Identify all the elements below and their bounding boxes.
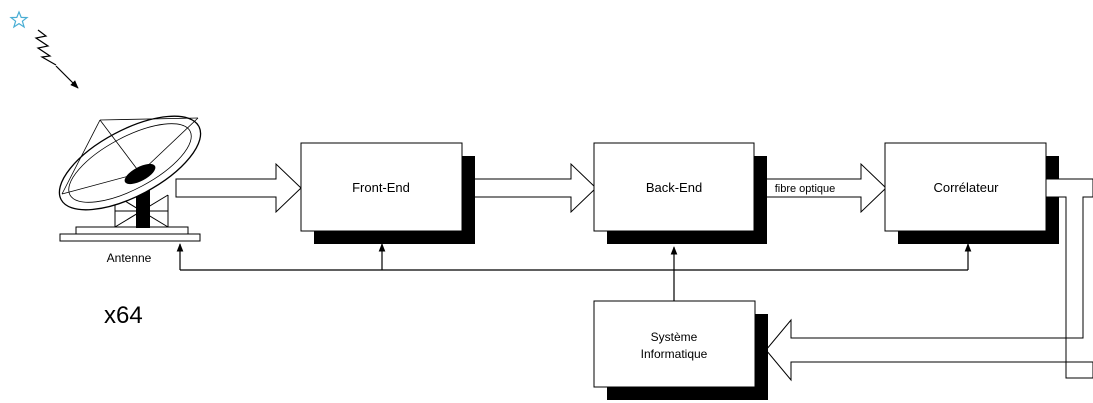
antenna-label: Antenne (107, 251, 152, 265)
frontend-label: Front-End (352, 180, 410, 195)
incoming-signal-arrow (55, 65, 79, 89)
computer-system-label-line1: Système (651, 330, 698, 344)
computer-system-label-line2: Informatique (641, 347, 708, 361)
fibre-optic-label: fibre optique (775, 183, 836, 195)
backend-block (593, 142, 755, 232)
correlator-output-loop (765, 178, 1093, 382)
frontend-block (300, 142, 463, 232)
correlator-label: Corrélateur (933, 180, 999, 195)
antenna-count: x64 (104, 302, 143, 329)
computer-system-block (593, 300, 756, 388)
correlator-block (884, 142, 1047, 232)
radio-wave-icon (34, 29, 57, 66)
star-icon (9, 10, 29, 29)
frontend-to-backend-arrow (461, 162, 597, 214)
antenna-to-frontend-arrow (175, 162, 302, 214)
backend-label: Back-End (646, 180, 702, 195)
dish-antenna-icon (58, 115, 202, 242)
fibre-optic-link (753, 162, 887, 214)
